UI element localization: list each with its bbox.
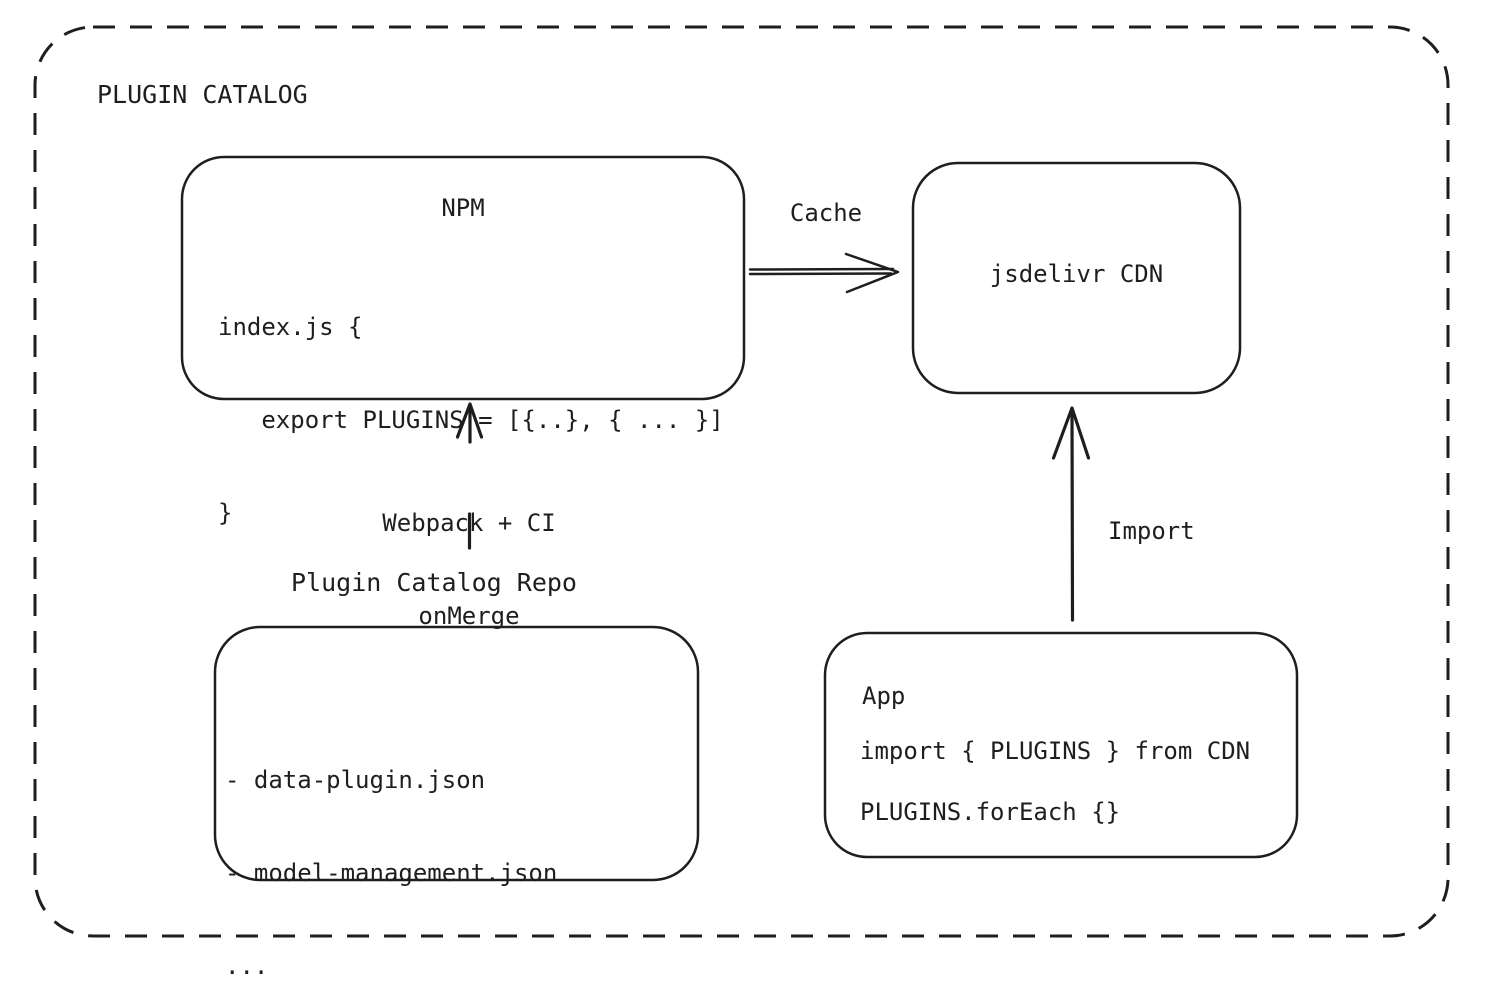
import-arrow bbox=[1051, 406, 1091, 622]
npm-code-line: export PLUGINS = [{..}, { ... }] bbox=[218, 406, 724, 434]
app-box bbox=[823, 631, 1299, 859]
app-code-line: PLUGINS.forEach {} bbox=[860, 798, 1121, 826]
repo-file-item: - model-management.json bbox=[225, 859, 558, 887]
npm-code-line: } bbox=[218, 499, 233, 527]
import-arrow-label: Import bbox=[1108, 517, 1195, 545]
webpack-arrow-label: Webpack + CI onMerge bbox=[352, 446, 586, 694]
npm-box bbox=[180, 155, 746, 401]
webpack-arrow bbox=[455, 402, 484, 550]
cdn-box-label: jsdelivr CDN bbox=[989, 260, 1164, 288]
webpack-arrow-label-line1: Webpack + CI bbox=[382, 509, 556, 537]
npm-code-block: index.js { export PLUGINS = [{..}, { ...… bbox=[218, 250, 724, 591]
catalog-boundary-frame bbox=[33, 25, 1450, 938]
npm-code-line: index.js { bbox=[218, 313, 363, 341]
repo-file-item: ... bbox=[225, 952, 269, 980]
cache-arrow-label: Cache bbox=[789, 199, 863, 227]
diagram-title: PLUGIN CATALOG bbox=[97, 80, 308, 109]
app-code-line: import { PLUGINS } from CDN bbox=[860, 737, 1251, 765]
repo-box bbox=[213, 625, 700, 882]
repo-file-item: - data-plugin.json bbox=[225, 766, 486, 794]
cdn-box bbox=[911, 161, 1242, 395]
npm-box-title: NPM bbox=[441, 194, 485, 222]
cache-arrow bbox=[748, 252, 900, 294]
webpack-arrow-label-line2: onMerge bbox=[418, 602, 520, 630]
app-box-title: App bbox=[862, 682, 906, 710]
repo-file-list: - data-plugin.json - model-management.js… bbox=[225, 703, 557, 1002]
repo-box-label: Plugin Catalog Repo bbox=[291, 568, 577, 597]
